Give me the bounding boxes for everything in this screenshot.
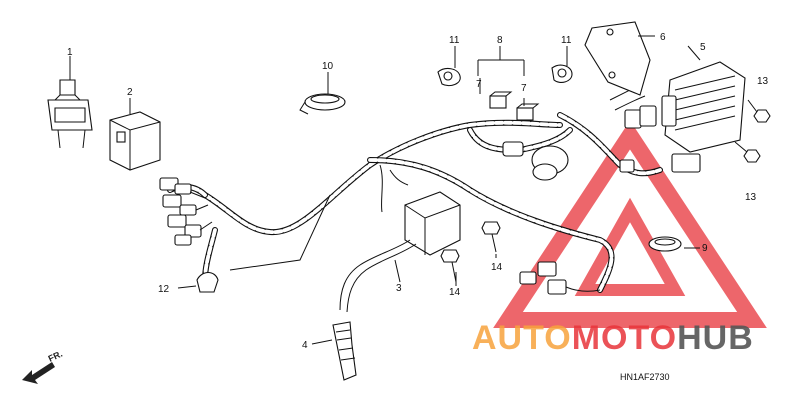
callout-7b: 7 [521, 83, 527, 94]
left-connector-cluster [159, 177, 213, 246]
part-2-module [109, 111, 161, 171]
brand-auto: AUTO [472, 319, 572, 357]
callout-3: 3 [396, 283, 402, 294]
callout-14a: 14 [491, 262, 503, 273]
lower-right-connectors [519, 261, 601, 295]
part-7-blocks [489, 91, 540, 121]
callout-13a: 13 [757, 76, 769, 87]
watermark-brand: AUTOMOTOHUB [472, 319, 754, 357]
brand-moto: MOTO [572, 319, 677, 357]
part-4-plug-cap [332, 321, 357, 381]
callout-12: 12 [158, 284, 170, 295]
callout-10: 10 [322, 61, 334, 72]
front-direction-arrow [22, 362, 55, 384]
callout-11a: 11 [449, 35, 460, 46]
diagram-code: HN1AF2730 [620, 372, 670, 382]
part-10-clamp [299, 93, 346, 115]
part-5-regulator [661, 61, 746, 153]
part-13-bolt-upper [747, 99, 771, 123]
part-14-screw-a [481, 221, 501, 253]
part-9-band [648, 236, 682, 252]
part-6-plate [584, 21, 651, 96]
part-3-ignition-coil [339, 191, 461, 313]
part-11-clip-left [437, 67, 461, 87]
leader-lines [69, 35, 701, 345]
callout-13b: 13 [745, 192, 757, 203]
part-13-bolt-lower [734, 141, 761, 163]
callout-4: 4 [302, 340, 308, 351]
part-11-clip-right [551, 64, 573, 83]
callout-8: 8 [497, 35, 503, 46]
callout-11b: 11 [561, 35, 572, 46]
callouts: 1 2 3 4 5 6 7 7 8 9 10 11 11 12 13 13 14… [67, 32, 769, 351]
center-connectors [502, 105, 701, 181]
callout-14b: 14 [449, 287, 461, 298]
direction-label: FR. [47, 349, 64, 364]
callout-1: 1 [67, 47, 73, 58]
part-12-grommet [196, 271, 219, 293]
callout-5: 5 [700, 42, 706, 53]
callout-7a: 7 [476, 79, 482, 90]
part-14-screw-b [440, 249, 460, 283]
callout-6: 6 [660, 32, 666, 43]
callout-9: 9 [702, 243, 708, 254]
callout-2: 2 [127, 87, 133, 98]
part-1-relay-bracket [47, 79, 93, 149]
brand-hub: HUB [677, 319, 754, 357]
